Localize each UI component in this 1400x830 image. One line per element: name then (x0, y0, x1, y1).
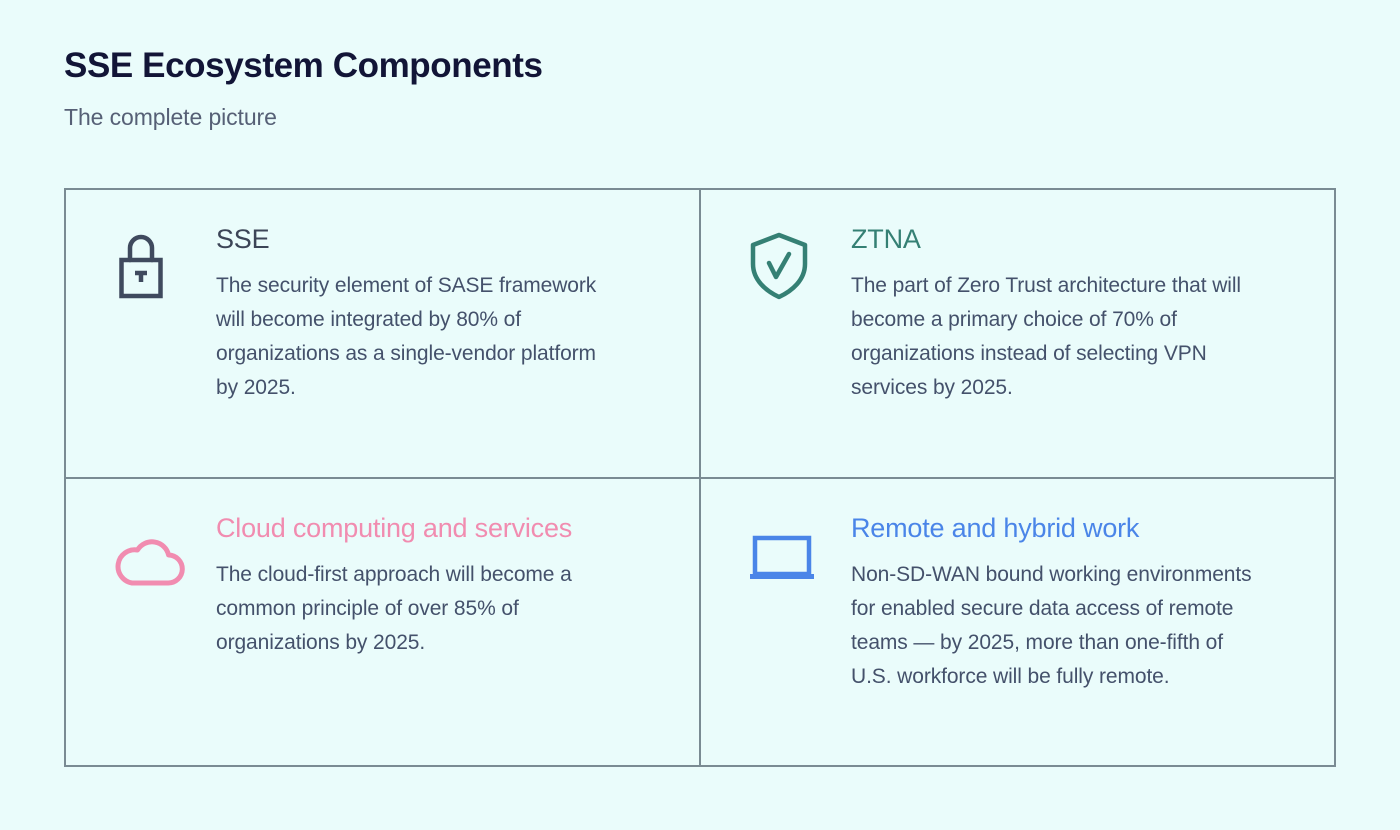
laptop-icon-wrap (747, 511, 851, 590)
cloud-icon-wrap (112, 511, 216, 594)
card-cloud-heading: Cloud computing and services (216, 512, 573, 543)
card-cloud-body: Cloud computing and services The cloud-f… (216, 511, 665, 660)
padlock-icon (112, 230, 170, 307)
cloud-icon (112, 535, 188, 594)
components-grid: SSE The security element of SASE framewo… (64, 188, 1336, 767)
card-remote-heading: Remote and hybrid work (851, 512, 1140, 543)
page-title: SSE Ecosystem Components (64, 46, 543, 85)
card-remote: Remote and hybrid work Non-SD-WAN bound … (700, 477, 1334, 765)
card-sse-heading: SSE (216, 224, 270, 254)
shield-check-icon (747, 230, 811, 307)
card-cloud: Cloud computing and services The cloud-f… (66, 477, 700, 765)
laptop-icon (747, 533, 817, 590)
card-ztna-text: The part of Zero Trust architecture that… (851, 274, 1241, 399)
card-sse-text: The security element of SASE framework w… (216, 274, 597, 399)
card-remote-body: Remote and hybrid work Non-SD-WAN bound … (851, 511, 1300, 694)
header: SSE Ecosystem Components The complete pi… (64, 44, 1344, 132)
card-ztna-heading: ZTNA (851, 224, 921, 254)
card-ztna: ZTNA The part of Zero Trust architecture… (700, 190, 1334, 478)
card-sse: SSE The security element of SASE framewo… (66, 190, 700, 478)
padlock-icon-wrap (112, 222, 216, 307)
card-remote-text: Non-SD-WAN bound working environments fo… (851, 562, 1252, 688)
shield-check-icon-wrap (747, 222, 851, 307)
page-subtitle: The complete picture (64, 104, 277, 130)
card-ztna-body: ZTNA The part of Zero Trust architecture… (851, 222, 1300, 405)
card-cloud-text: The cloud-first approach will become a c… (216, 562, 572, 654)
card-sse-body: SSE The security element of SASE framewo… (216, 222, 665, 405)
